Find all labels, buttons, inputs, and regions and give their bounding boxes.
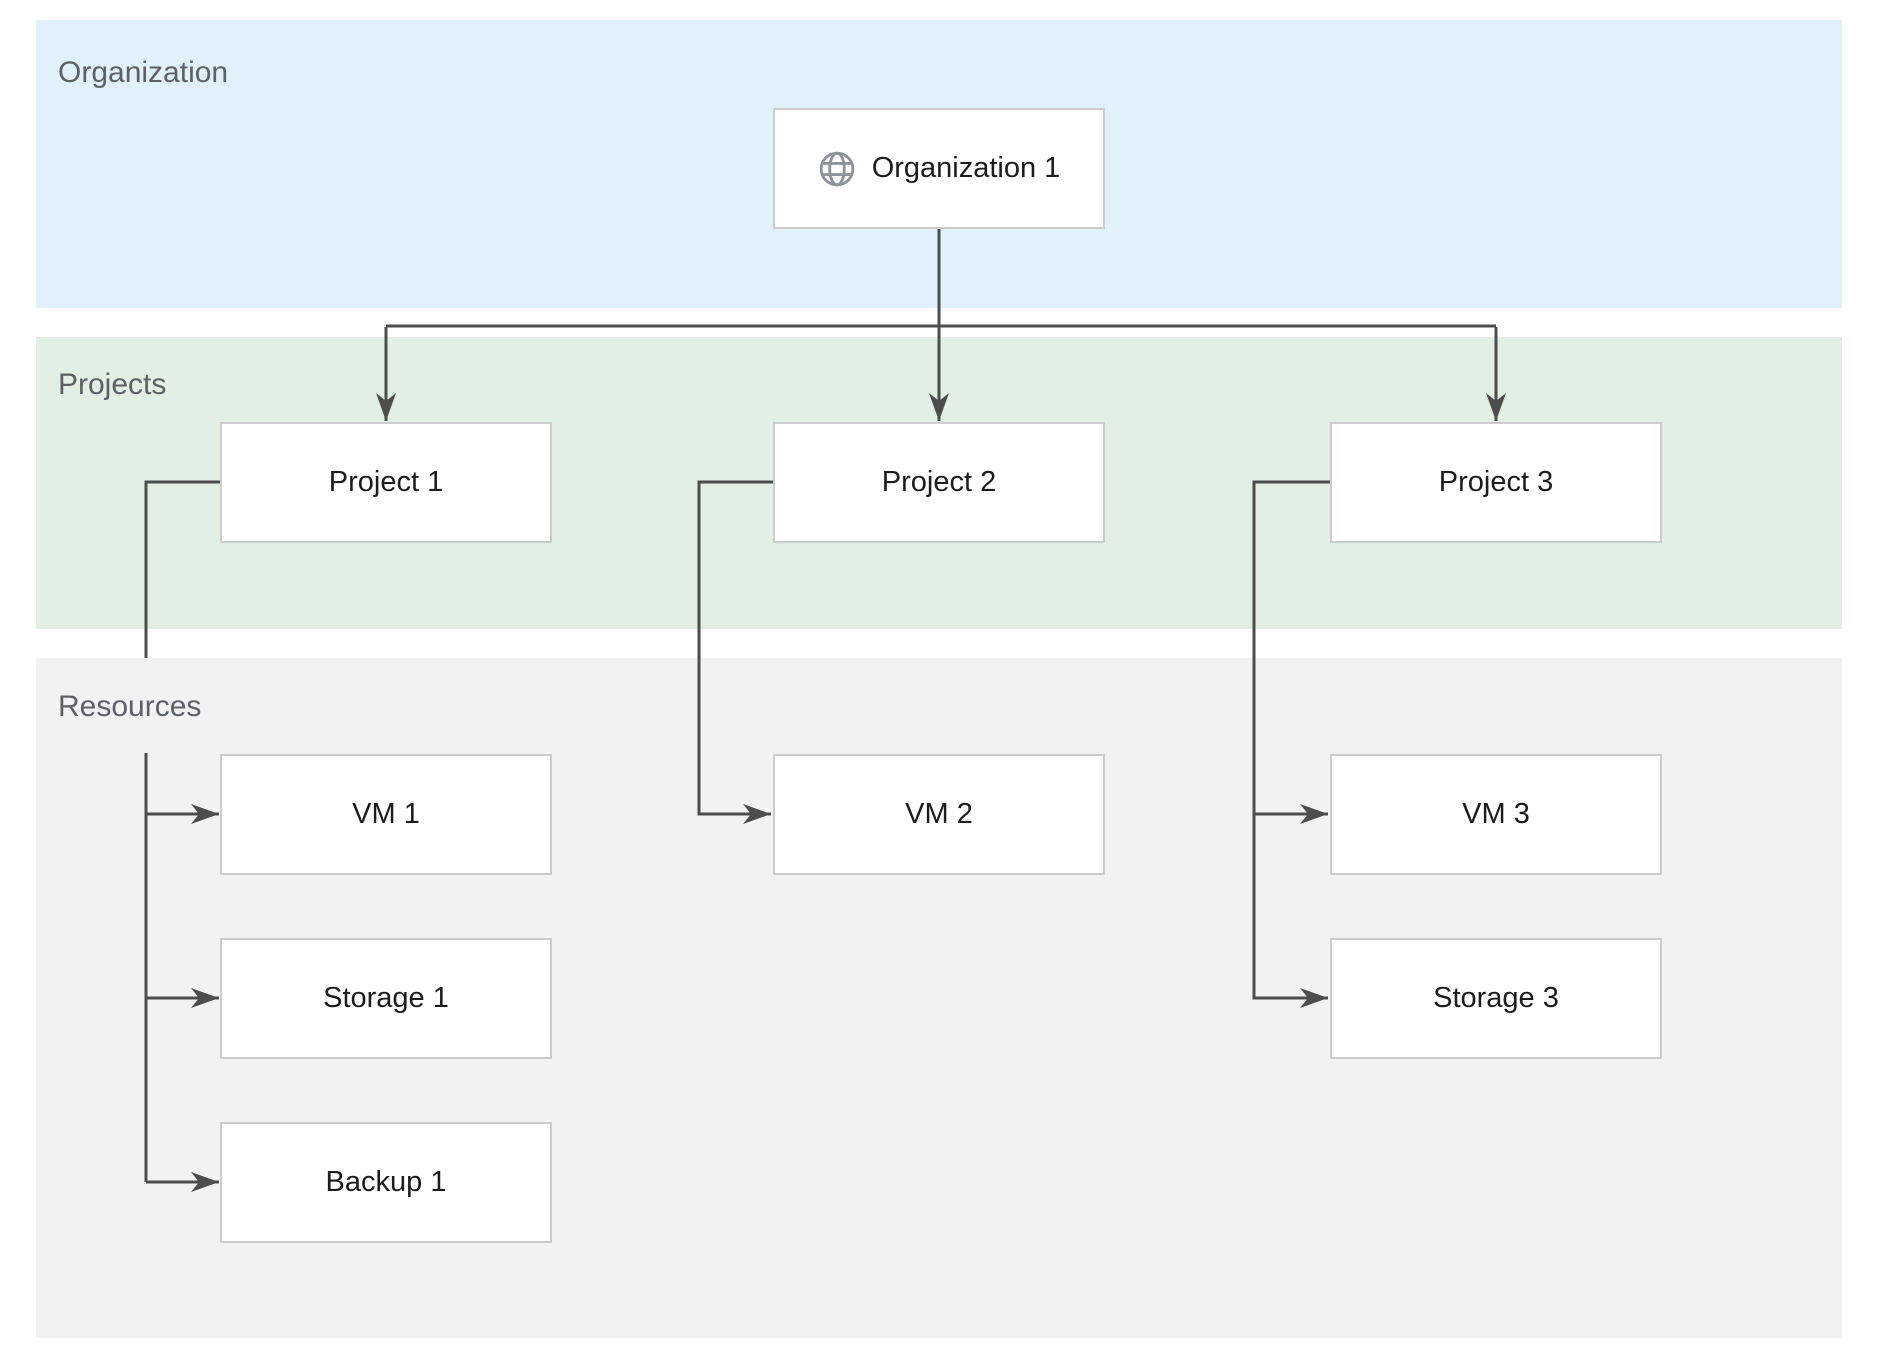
node-project-3: Project 3 bbox=[1330, 422, 1662, 543]
node-vm-1: VM 1 bbox=[220, 754, 552, 875]
node-project-1: Project 1 bbox=[220, 422, 552, 543]
node-vm-3: VM 3 bbox=[1330, 754, 1662, 875]
node-organization-1: Organization 1 bbox=[773, 108, 1105, 229]
node-label: Organization 1 bbox=[871, 152, 1061, 184]
node-label: Backup 1 bbox=[325, 1166, 447, 1198]
node-storage-3: Storage 3 bbox=[1330, 938, 1662, 1059]
node-label: Project 1 bbox=[328, 466, 444, 498]
node-backup-1: Backup 1 bbox=[220, 1122, 552, 1243]
node-project-2: Project 2 bbox=[773, 422, 1105, 543]
node-label: VM 3 bbox=[1462, 798, 1530, 830]
node-label: Storage 1 bbox=[323, 982, 449, 1014]
band-label-projects: Projects bbox=[58, 368, 167, 401]
node-label: VM 2 bbox=[905, 798, 973, 830]
node-vm-2: VM 2 bbox=[773, 754, 1105, 875]
band-label-organization: Organization bbox=[58, 56, 229, 89]
node-label: Storage 3 bbox=[1433, 982, 1559, 1014]
node-storage-1: Storage 1 bbox=[220, 938, 552, 1059]
node-label: Project 3 bbox=[1438, 466, 1554, 498]
node-label: VM 1 bbox=[352, 798, 420, 830]
node-label: Project 2 bbox=[881, 466, 997, 498]
band-label-resources: Resources bbox=[58, 690, 202, 723]
globe-icon bbox=[818, 150, 856, 188]
